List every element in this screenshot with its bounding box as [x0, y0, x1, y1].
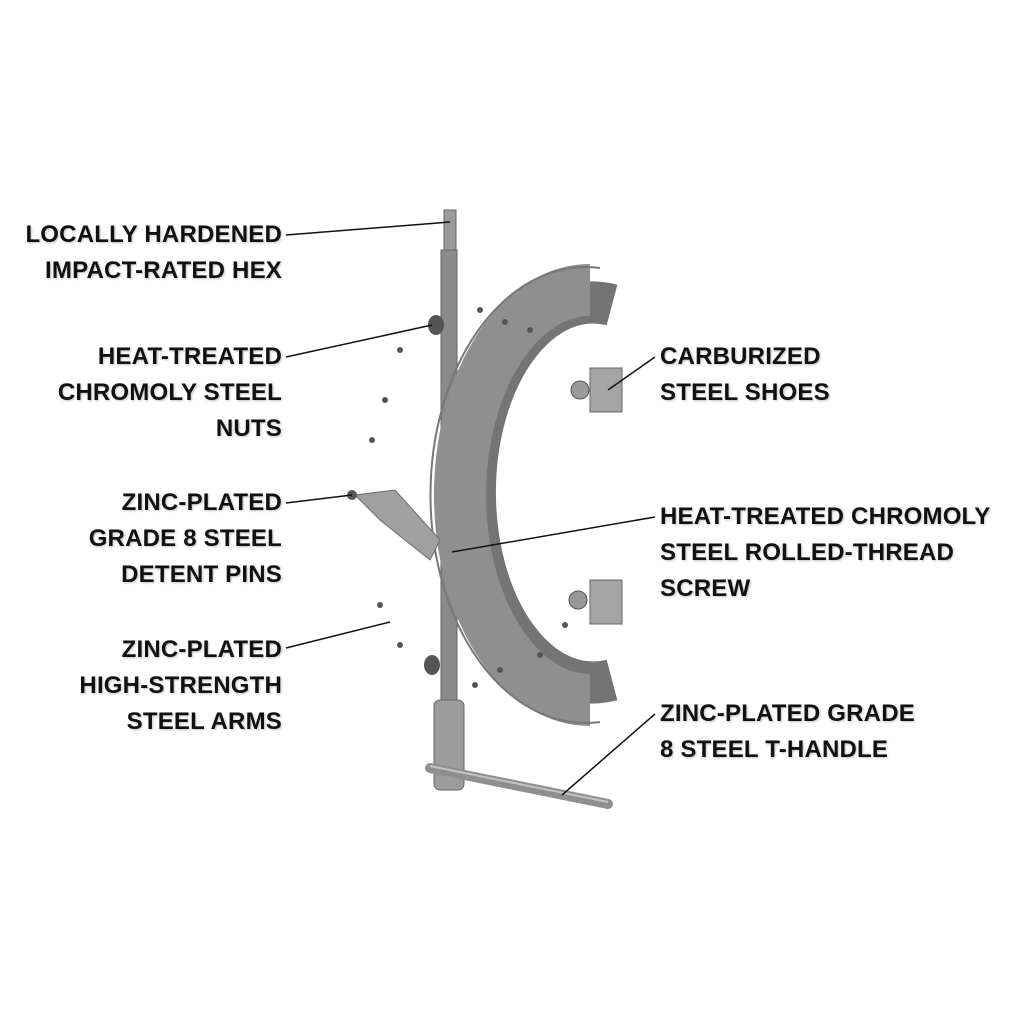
callout-line: HIGH-STRENGTH [79, 672, 282, 699]
callout-line: LOCALLY HARDENED [25, 221, 282, 248]
arm-holes [347, 307, 568, 688]
callout-pins: ZINC-PLATED GRADE 8 STEEL DETENT PINS [89, 485, 282, 593]
callout-hex: LOCALLY HARDENED IMPACT-RATED HEX [25, 217, 282, 289]
callout-line: CARBURIZED [660, 343, 821, 370]
callout-shoes: CARBURIZED STEEL SHOES [660, 339, 830, 411]
callout-line: ZINC-PLATED [121, 636, 282, 663]
front-arm-edge [429, 266, 601, 724]
callout-arms: ZINC-PLATED HIGH-STRENGTH STEEL ARMS [79, 632, 282, 740]
callout-line: ZINC-PLATED [121, 489, 282, 516]
front-arm [434, 264, 591, 726]
callout-line: IMPACT-RATED HEX [45, 257, 282, 284]
callout-line: HEAT-TREATED CHROMOLY [660, 503, 991, 530]
callout-line: STEEL SHOES [660, 379, 830, 406]
lower-shoe [589, 579, 623, 625]
callout-line: HEAT-TREATED [97, 343, 282, 370]
leader-lines [285, 221, 656, 796]
upper-shoe [589, 367, 623, 413]
callout-screw: HEAT-TREATED CHROMOLY STEEL ROLLED-THREA… [660, 499, 990, 607]
callout-line: CHROMOLY STEEL [57, 379, 282, 406]
callout-line: SCREW [660, 575, 751, 602]
callout-line: 8 STEEL T-HANDLE [660, 736, 889, 763]
callout-handle: ZINC-PLATED GRADE 8 STEEL T-HANDLE [660, 696, 915, 768]
callout-line: DETENT PINS [121, 561, 282, 588]
callout-line: ZINC-PLATED GRADE [660, 700, 915, 727]
inner-link [353, 489, 441, 561]
hex-tip [443, 209, 457, 251]
callout-line: STEEL ARMS [126, 708, 282, 735]
t-handle [425, 763, 613, 809]
callout-line: GRADE 8 STEEL [88, 525, 282, 552]
callout-nuts: HEAT-TREATED CHROMOLY STEEL NUTS [58, 339, 282, 447]
callout-line: STEEL ROLLED-THREAD [660, 539, 955, 566]
callout-line: NUTS [215, 415, 282, 442]
